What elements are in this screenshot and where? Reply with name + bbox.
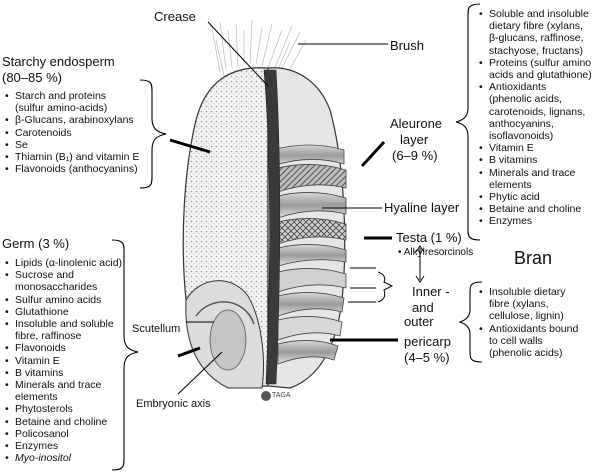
list-item: acids and glutathione) xyxy=(489,69,592,82)
pericarp-label: pericarp xyxy=(404,334,451,349)
scutellum-label: Scutellum xyxy=(132,323,181,335)
germ-list: Lipids (α-linolenic acid) Sucrose and mo… xyxy=(4,257,122,465)
list-item: fibre (xylans, xyxy=(489,298,549,311)
list-item: β-Glucans, arabinoxylans xyxy=(4,114,139,126)
embryonic-axis-shape xyxy=(209,309,247,371)
list-item: Policosanol xyxy=(4,428,122,440)
starchy-endosperm-list: Starch and proteins (sulfur amino-acids)… xyxy=(4,90,139,176)
list-item: elements xyxy=(15,391,58,404)
hyaline-layer-label: Hyaline layer xyxy=(384,200,460,215)
list-item: monosaccharides xyxy=(15,281,98,294)
list-item: Enzymes xyxy=(478,215,592,227)
list-item: to cell walls xyxy=(489,334,543,347)
list-item: fibre, raffinose xyxy=(15,330,82,343)
list-item: dietary fibre (xylans, xyxy=(489,20,583,33)
pericarp-list: Insoluble dietary fibre (xylans, cellulo… xyxy=(478,286,578,359)
bran-label: Bran xyxy=(514,248,553,268)
list-item: Insoluble and soluble xyxy=(4,318,122,330)
scutellum-shape xyxy=(195,301,255,325)
crease-label: Crease xyxy=(154,9,196,24)
illustration-logo xyxy=(261,391,271,401)
aleurone-list: Soluble and insoluble dietary fibre (xyl… xyxy=(478,8,592,228)
list-item: Antioxidants bound xyxy=(478,323,578,335)
list-item: Vitamin E xyxy=(478,142,592,154)
list-item: β-glucans, raffinose, xyxy=(489,32,584,45)
braces xyxy=(111,3,483,471)
list-item: stachyose, fructans) xyxy=(489,44,583,57)
list-item: Starch and proteins xyxy=(4,90,139,102)
list-item: carotenoids, lignans, xyxy=(489,105,586,118)
inner-outer-pericarp-marks xyxy=(348,245,425,303)
list-item: Carotenoids xyxy=(4,127,139,139)
list-item: Se xyxy=(4,139,139,151)
list-item: Sulfur amino acids xyxy=(4,294,122,306)
list-item: Myo-inositol xyxy=(4,452,122,464)
list-item: cellulose, lignin) xyxy=(489,310,564,323)
list-item: Vitamin E xyxy=(4,355,122,367)
list-item: Proteins (sulfur amino xyxy=(478,57,592,69)
list-item: (sulfur amino-acids) xyxy=(15,102,108,115)
aleurone-label-line1: Aleurone xyxy=(390,116,443,131)
list-item: elements xyxy=(489,178,532,191)
pericarp-percent: (4–5 %) xyxy=(404,350,450,365)
list-item: Glutathione xyxy=(4,306,122,318)
list-item: Phytic acid xyxy=(478,191,592,203)
alkylresorcinols-label: • Alkylresorcinols xyxy=(398,247,474,258)
starchy-endosperm-percent: (80–85 %) xyxy=(2,70,62,85)
inner-outer-label-line1: Inner - xyxy=(412,284,450,299)
testa-label: Testa (1 %) xyxy=(396,230,462,245)
list-item: Flavonoids xyxy=(4,342,122,354)
pointer-bars xyxy=(169,138,398,358)
list-item: (phenolic acids) xyxy=(489,347,563,360)
list-item: Lipids (α-linolenic acid) xyxy=(4,257,122,269)
aleurone-percent: (6–9 %) xyxy=(392,148,438,163)
aleurone-label-line2: layer xyxy=(400,132,429,147)
list-item: Flavonoids (anthocyanins) xyxy=(4,163,139,175)
list-item: Betaine and choline xyxy=(4,416,122,428)
list-item: Soluble and insoluble xyxy=(478,8,592,20)
crease-channel xyxy=(263,69,281,385)
list-item: Minerals and trace xyxy=(478,167,592,179)
list-item: anthocyanins, xyxy=(489,117,554,130)
inner-outer-label-line2: and xyxy=(412,300,434,315)
germ-title: Germ (3 %) xyxy=(2,236,70,251)
leader-lines xyxy=(177,21,388,395)
brush-label: Brush xyxy=(390,38,424,53)
list-item: Antioxidants xyxy=(478,81,592,93)
inner-outer-label-line3: outer xyxy=(404,314,434,329)
logo-text: TAGA xyxy=(272,392,291,399)
list-item: Thiamin (B₁) and vitamin E xyxy=(4,151,139,163)
list-item: Minerals and trace xyxy=(4,379,122,391)
list-item: (phenolic acids, xyxy=(489,93,562,106)
list-item: Enzymes xyxy=(4,440,122,452)
starchy-endosperm-title: Starchy endosperm xyxy=(2,54,115,69)
list-item: Betaine and choline xyxy=(478,203,592,215)
list-item: isoflavonoids) xyxy=(489,130,554,143)
bran-layer-bands xyxy=(271,144,347,365)
list-item: Phytosterols xyxy=(4,403,122,415)
list-item: B vitamins xyxy=(478,154,592,166)
embryonic-axis-label: Embryonic axis xyxy=(136,398,211,410)
list-item: B vitamins xyxy=(4,367,122,379)
list-item: Sucrose and xyxy=(4,269,122,281)
list-item: Insoluble dietary xyxy=(478,286,578,298)
